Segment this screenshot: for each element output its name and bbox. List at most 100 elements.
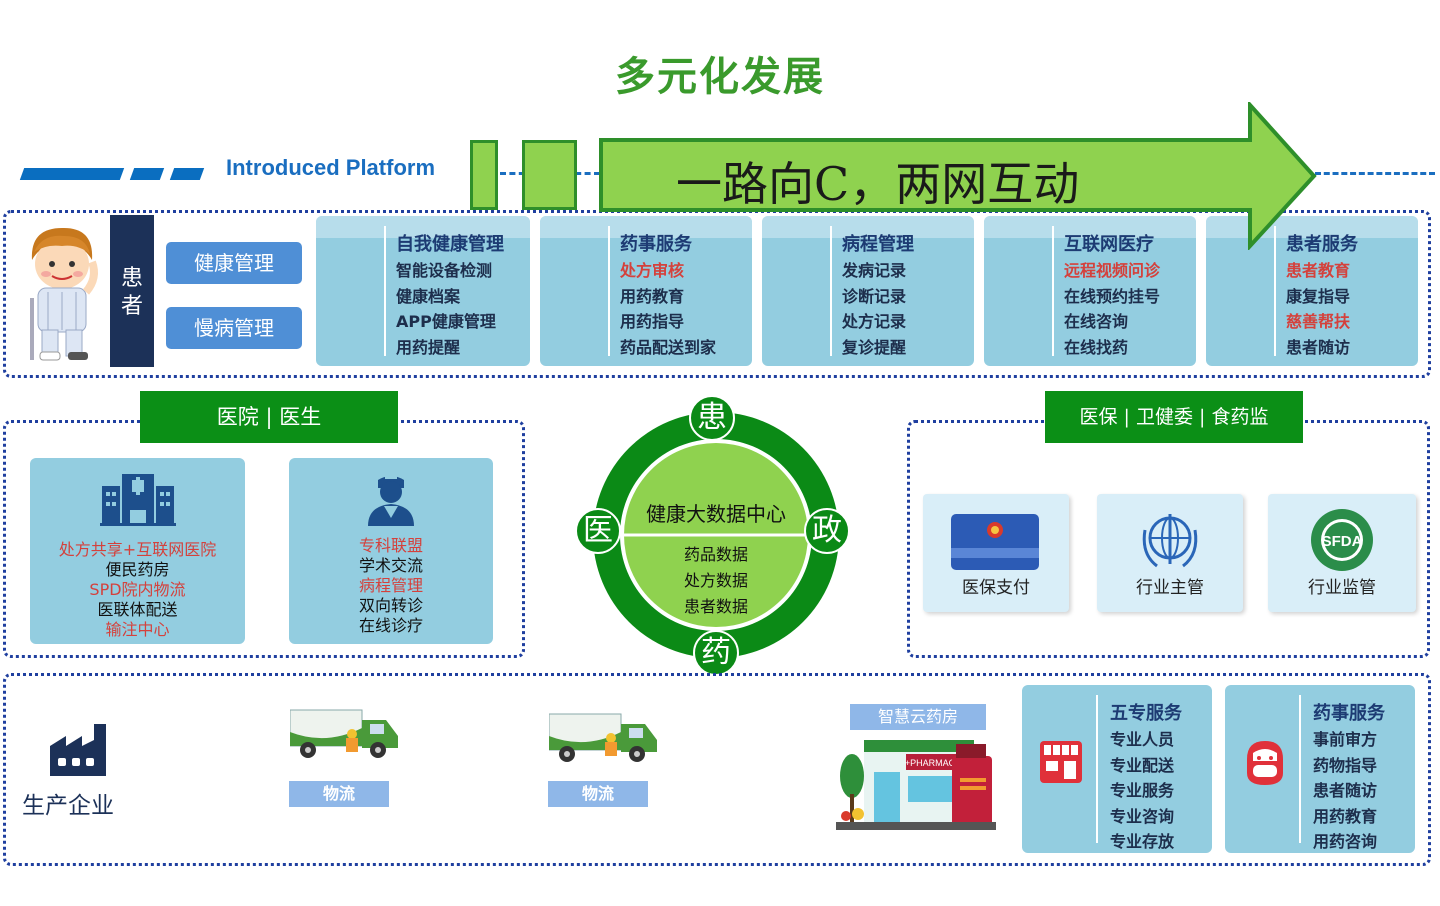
card-item: 专业人员 [1110,730,1175,749]
card-item: 发病记录 [842,261,907,280]
gov-card-label: 行业监管 [1308,578,1376,598]
doctor-item: 专科联盟 [358,536,423,555]
platform-dotline [1315,172,1435,175]
hospital-item: SPD院内物流 [89,580,186,599]
gov-card-insurance: 医保支付 [923,494,1069,612]
patient-card-self-health: 自我健康管理 智能设备检测 健康档案 APP健康管理 用药提醒 [316,216,530,366]
ring-label-medical: 医 [575,508,621,554]
card-item: 在线预约挂号 [1064,286,1161,306]
platform-dash [19,168,125,180]
doctor-item: 学术交流 [358,556,423,575]
who-emblem-icon [1142,514,1198,568]
smart-pharmacy-label: 智慧云药房 [850,704,986,730]
ring-label-government: 政 [804,508,850,554]
card-item: 在线找药 [1064,337,1129,357]
doctor-card: 专科联盟 学术交流 病程管理 双向转诊 在线诊疗 [289,458,493,644]
card-item: 用药咨询 [1313,832,1378,851]
manufacturer-label: 生产企业 [22,793,114,819]
five-services-card: 五专服务 专业人员 专业配送 专业服务 专业咨询 专业存放 [1022,685,1212,853]
hospital-card: 处方共享+互联网医院 便民药房 SPD院内物流 医联体配送 输注中心 [30,458,245,644]
card-item: 专业存放 [1110,832,1175,851]
patient-label: 患者 [110,215,154,367]
doctor-icon [368,476,414,526]
card-title: 患者服务 [1286,234,1358,255]
truck-icon [290,709,398,758]
card-item: 用药教育 [620,286,685,306]
chronic-management-button[interactable]: 慢病管理 [166,307,302,349]
hospital-item: 便民药房 [105,560,170,579]
card-item: 患者随访 [1286,337,1351,357]
gov-card-supervision: SFDA 行业监管 [1268,494,1416,612]
hospital-doctor-tab: 医院 | 医生 [140,391,398,443]
doctor-item: 在线诊疗 [358,616,423,635]
card-item: 康复指导 [1286,286,1351,306]
card-item: 用药教育 [1313,806,1378,826]
ring-label-patient: 患 [689,395,735,441]
patient-card-internet-medical: 互联网医疗 远程视频问诊 在线预约挂号 在线咨询 在线找药 [984,216,1196,366]
platform-label: Introduced Platform [226,155,436,180]
card-item: 药物指导 [1313,755,1378,775]
page-title: 多元化发展 [615,54,825,100]
logistics-button: 物流 [548,781,648,807]
data-center-list: 药品数据 处方数据 患者数据 [616,542,816,620]
data-center-item: 处方数据 [683,571,748,590]
card-item: 事前审方 [1313,730,1378,749]
gov-card-label: 医保支付 [962,578,1030,598]
card-item: 健康档案 [396,286,461,306]
card-title: 五专服务 [1110,703,1182,724]
patient-label-text: 患者 [121,266,144,319]
patient-card-pharmacy-service: 药事服务 处方审核 用药教育 用药指导 药品配送到家 [540,216,752,366]
card-item: 处方记录 [842,312,907,331]
data-center-item: 药品数据 [683,545,748,564]
card-title: 病程管理 [842,234,914,255]
truck-icon [549,713,657,762]
card-item: 专业配送 [1110,755,1175,775]
card-title: 互联网医疗 [1064,234,1154,255]
logistics-button: 物流 [289,781,389,807]
card-title: 药事服务 [620,234,692,255]
government-tab: 医保 | 卫健委 | 食药监 [1045,391,1303,443]
card-title: 自我健康管理 [396,234,504,255]
store-icon [1040,741,1082,783]
gov-card-authority: 行业主管 [1097,494,1243,612]
drug-service-card: 药事服务 事前审方 药物指导 患者随访 用药教育 用药咨询 [1225,685,1415,853]
patient-avatar-icon [30,227,98,361]
doctor-item: 双向转诊 [358,596,423,615]
ring-label-drug: 药 [693,630,739,676]
pharmacy-store-icon: +PHARMACY [836,740,996,830]
arrow-segment [470,140,498,210]
big-arrow [599,102,1317,250]
card-item: 在线咨询 [1064,312,1129,331]
insurance-card-icon [951,514,1039,570]
hospital-item: 处方共享+互联网医院 [58,540,217,559]
patient-card-disease-course: 病程管理 发病记录 诊断记录 处方记录 复诊提醒 [762,216,974,366]
supply-frame [3,673,1431,866]
health-management-button[interactable]: 健康管理 [166,242,302,284]
data-center-title: 健康大数据中心 [646,502,786,526]
hospital-icon [100,474,176,526]
pharmacy-sign-text: +PHARMACY [905,758,961,768]
data-center-item: 患者数据 [683,597,748,616]
card-item: 智能设备检测 [396,261,493,280]
card-item: 复诊提醒 [842,337,907,357]
card-item: 慈善帮扶 [1286,312,1351,331]
hospital-item: 医联体配送 [97,600,178,619]
platform-dash [169,168,205,180]
card-item: 专业服务 [1110,781,1175,800]
card-item: 用药指导 [620,312,685,331]
card-item: 患者教育 [1286,261,1351,280]
factory-icon [50,724,106,776]
sfda-logo-text: SFDA [1322,533,1363,550]
card-item: 远程视频问诊 [1064,261,1161,280]
card-item: 专业咨询 [1110,806,1175,826]
card-item: 患者随访 [1313,781,1378,800]
hospital-item: 输注中心 [105,620,170,639]
card-item: 用药提醒 [396,337,461,357]
card-item: 处方审核 [620,261,685,280]
card-item: 诊断记录 [842,286,907,306]
platform-dash [129,168,165,180]
card-title: 药事服务 [1313,703,1385,724]
doctor-item: 病程管理 [358,576,423,595]
data-center-ring [593,412,839,658]
arrow-segment [522,140,577,210]
